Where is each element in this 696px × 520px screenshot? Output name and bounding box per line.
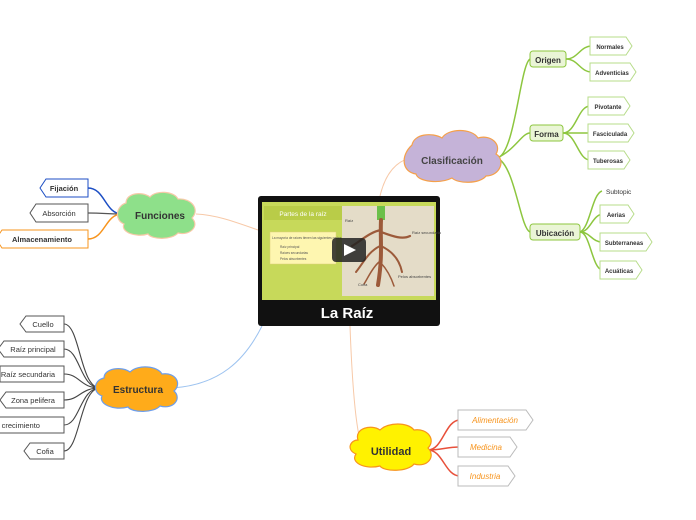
estructura-cloud[interactable] bbox=[94, 366, 179, 412]
ubicacion-child-subterraneas[interactable]: Subterraneas bbox=[599, 232, 653, 252]
utilidad-label: Utilidad bbox=[371, 446, 411, 458]
video-label: Raíz bbox=[345, 218, 353, 223]
estructura-child-label: Zona pelifera bbox=[11, 396, 56, 405]
ubicacion-child-label: Subterraneas bbox=[605, 241, 644, 247]
estructura-child-cofia[interactable]: Cofia bbox=[23, 442, 65, 460]
funciones-child-label: Absorción bbox=[42, 209, 75, 218]
central-title: La Raíz bbox=[321, 305, 374, 322]
forma-child-tuberosas[interactable]: Tuberosas bbox=[587, 150, 631, 170]
central-node[interactable]: Partes de la raíz La mayoría de raíces t… bbox=[258, 196, 442, 326]
origen-child-adventicias[interactable]: Adventicias bbox=[589, 62, 637, 82]
funciones-child-fijacion[interactable]: Fijación bbox=[39, 178, 89, 198]
ubicacion-child-label: Acuáticas bbox=[605, 269, 634, 275]
clasificacion-branches bbox=[496, 45, 603, 271]
ubicacion-subtopic[interactable]: Subtopic bbox=[606, 189, 632, 196]
connector-funciones bbox=[195, 213, 259, 231]
utilidad-child-alimentacion[interactable]: Alimentación bbox=[457, 409, 534, 431]
estructura-label: Estructura bbox=[113, 385, 163, 396]
video-bullet: Raíz principal bbox=[280, 245, 300, 249]
ubicacion-label: Ubicación bbox=[536, 229, 574, 238]
video-label: Cofia bbox=[358, 282, 368, 287]
ubicacion-child-label: Aerias bbox=[607, 213, 626, 219]
funciones-child-almacenamiento[interactable]: Almacenamiento bbox=[0, 229, 89, 249]
connector-estructura bbox=[171, 325, 263, 389]
forma-child-label: Fasciculada bbox=[593, 132, 628, 138]
utilidad-cloud[interactable] bbox=[349, 423, 432, 471]
forma-child-fasciculada[interactable]: Fasciculada bbox=[587, 123, 635, 143]
forma-node[interactable] bbox=[529, 124, 564, 142]
video-label: Pelos absorbentes bbox=[398, 274, 431, 279]
connector-utilidad bbox=[349, 325, 361, 441]
funciones-label: Funciones bbox=[135, 211, 185, 222]
estructura-child-zona-pelifera[interactable]: Zona pelifera bbox=[0, 391, 65, 409]
origen-child-normales[interactable]: Normales bbox=[589, 36, 633, 56]
video-thumbnail[interactable]: Partes de la raíz La mayoría de raíces t… bbox=[262, 202, 442, 300]
funciones-cloud[interactable] bbox=[116, 191, 196, 239]
origen-child-label: Normales bbox=[596, 45, 624, 51]
estructura-branches bbox=[63, 323, 101, 452]
video-bullet: Pelos absorbentes bbox=[280, 257, 307, 261]
ubicacion-child-aerias[interactable]: Aerias bbox=[599, 204, 635, 224]
video-label: Raíz secundaria bbox=[412, 230, 442, 235]
clasificacion-cloud[interactable] bbox=[403, 129, 502, 183]
forma-child-label: Tuberosas bbox=[593, 159, 624, 165]
estructura-child-label: Cuello bbox=[32, 320, 53, 329]
utilidad-child-medicina[interactable]: Medicina bbox=[457, 436, 518, 458]
estructura-child-cuello[interactable]: Cuello bbox=[19, 315, 65, 333]
forma-child-label: Pivotante bbox=[594, 105, 622, 111]
ubicacion-child-acuaticas[interactable]: Acuáticas bbox=[599, 260, 643, 280]
origen-label: Origen bbox=[535, 56, 561, 65]
estructura-child-zona-crecimiento[interactable]: Zona de crecimiento bbox=[0, 416, 65, 434]
funciones-child-label: Fijación bbox=[50, 184, 79, 193]
video-bullet: Raíces secundarias bbox=[280, 251, 308, 255]
estructura-child-label: Zona de crecimiento bbox=[0, 421, 40, 430]
estructura-child-raiz-principal[interactable]: Raíz principal bbox=[0, 340, 65, 358]
estructura-child-label: Raíz principal bbox=[10, 345, 56, 354]
forma-child-pivotante[interactable]: Pivotante bbox=[587, 96, 631, 116]
estructura-child-label: Raíz secundaria bbox=[1, 370, 56, 379]
utilidad-child-industria[interactable]: Industria bbox=[457, 465, 516, 487]
video-heading: Partes de la raíz bbox=[279, 211, 326, 218]
utilidad-branches bbox=[427, 419, 461, 477]
ubicacion-node[interactable] bbox=[529, 223, 581, 241]
utilidad-child-label: Medicina bbox=[470, 443, 503, 452]
play-icon bbox=[344, 244, 356, 256]
estructura-child-label: Cofia bbox=[36, 447, 54, 456]
branch-fijacion bbox=[87, 187, 123, 215]
funciones-child-absorcion[interactable]: Absorción bbox=[29, 203, 89, 223]
forma-label: Forma bbox=[534, 130, 559, 139]
branch-almacenamiento bbox=[87, 213, 123, 240]
funciones-child-label: Almacenamiento bbox=[12, 235, 72, 244]
utilidad-child-label: Alimentación bbox=[471, 416, 518, 425]
origen-child-label: Adventicias bbox=[595, 71, 629, 77]
video-text: La mayoría de raíces tienen las siguient… bbox=[272, 236, 342, 240]
play-button[interactable] bbox=[332, 238, 366, 262]
origen-node[interactable] bbox=[529, 50, 567, 68]
utilidad-child-label: Industria bbox=[470, 472, 501, 481]
estructura-child-raiz-secundaria[interactable]: Raíz secundaria bbox=[0, 365, 65, 383]
clasificacion-label: Clasificación bbox=[421, 156, 483, 167]
